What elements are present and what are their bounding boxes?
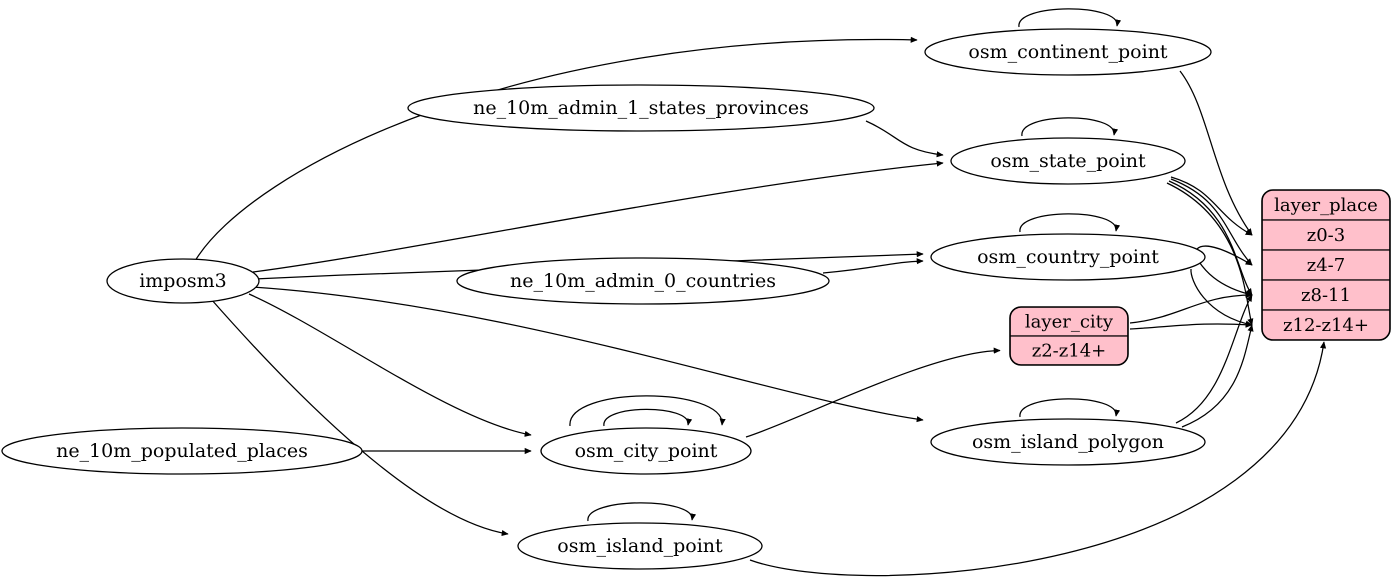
- edge-osm-city-point-layer-city-z2-z14: [745, 347, 1001, 438]
- node-label: osm_island_point: [557, 535, 723, 557]
- selfloop-osm-city-point-outer: [569, 395, 726, 427]
- record-outline: [1009, 306, 1129, 366]
- node-label: ne_10m_populated_places: [56, 440, 308, 462]
- record-row-label: z4-7: [1307, 255, 1345, 276]
- edge-osm-island-polygon-layer-place-z8-11: [1175, 294, 1253, 424]
- selfloop-osm-continent-point: [1018, 8, 1122, 28]
- node-label: osm_state_point: [990, 150, 1146, 172]
- node-shape: [924, 28, 1212, 76]
- node-layer: imposm3 ne_10m_admin_1_states_provincesne…: [1, 28, 1391, 570]
- edge-osm-state-point-layer-place-z8-11: [1168, 180, 1253, 296]
- selfloop-osm-city-point-inner: [603, 408, 693, 427]
- edge-imposm3-osm-city-point: [248, 293, 532, 437]
- node-ne-states[interactable]: ne_10m_admin_1_states_provinces: [407, 84, 875, 132]
- selfloop-osm-island-point: [587, 502, 697, 522]
- edge-osm-state-point-layer-place-z0-3: [1170, 176, 1253, 236]
- node-label: imposm3: [139, 270, 227, 292]
- node-shape: [930, 233, 1206, 281]
- edge-imposm3-osm-island-point: [210, 298, 509, 537]
- node-osm-country-point[interactable]: osm_country_point: [930, 233, 1206, 281]
- record-layer-city[interactable]: layer_city z2-z14+: [1009, 306, 1129, 366]
- node-label: ne_10m_admin_0_countries: [510, 270, 776, 292]
- record-row-bg[interactable]: [1262, 219, 1390, 251]
- node-label: osm_continent_point: [968, 41, 1168, 63]
- record-row-label: z12-z14+: [1283, 315, 1369, 336]
- node-shape: [106, 258, 260, 304]
- record-row-bg[interactable]: [1262, 249, 1390, 281]
- record-layer-place[interactable]: layer_place z0-3 z4-7 z8-11 z12-z14+: [1261, 189, 1391, 341]
- node-label: ne_10m_admin_1_states_provinces: [473, 97, 809, 119]
- record-row-bg[interactable]: [1010, 335, 1128, 365]
- node-osm-state-point[interactable]: osm_state_point: [950, 137, 1186, 185]
- edge-layer-city-layer-place-z12-z14: [1129, 321, 1253, 330]
- record-row-label: z0-3: [1307, 225, 1345, 246]
- record-title: layer_city: [1025, 312, 1114, 333]
- record-row-label: z2-z14+: [1032, 341, 1107, 362]
- edge-imposm3-osm-continent-point: [194, 36, 918, 262]
- node-osm-island-point[interactable]: osm_island_point: [517, 522, 763, 570]
- node-shape: [456, 257, 830, 305]
- node-shape: [930, 418, 1206, 466]
- edge-ne-states-osm-state-point: [865, 120, 944, 158]
- record-outline: [1261, 189, 1391, 341]
- node-osm-island-polygon[interactable]: osm_island_polygon: [930, 418, 1206, 466]
- node-shape: [407, 84, 875, 132]
- edge-osm-continent-point-layer-place-z0-3: [1179, 70, 1253, 236]
- node-shape: [1, 427, 363, 475]
- edge-osm-country-point-layer-place-z4-7: [1196, 245, 1253, 266]
- record-title: layer_place: [1274, 195, 1378, 216]
- selfloop-osm-island-polygon: [1019, 398, 1121, 418]
- record-row-bg[interactable]: [1262, 309, 1390, 340]
- node-shape: [517, 522, 763, 570]
- edge-osm-island-point-layer-place-z12-z14: [749, 341, 1327, 577]
- edge-osm-state-point-layer-place-z4-7: [1170, 178, 1253, 266]
- edge-layer-city-layer-place-z8-11: [1129, 291, 1253, 324]
- edge-osm-state-point-layer-place-z12-z14: [1166, 182, 1254, 326]
- edge-ne-countries-osm-country-point: [822, 258, 924, 274]
- node-osm-continent-point[interactable]: osm_continent_point: [924, 28, 1212, 76]
- node-imposm3[interactable]: imposm3: [106, 258, 260, 304]
- edge-osm-country-point-layer-place-z12-z14: [1190, 268, 1253, 327]
- edge-osm-island-polygon-layer-place-z12-z14: [1181, 324, 1254, 428]
- node-shape: [950, 137, 1186, 185]
- record-row-label: z8-11: [1301, 285, 1351, 306]
- node-ne-countries[interactable]: ne_10m_admin_0_countries: [456, 257, 830, 305]
- node-ne-places[interactable]: ne_10m_populated_places: [1, 427, 363, 475]
- node-osm-city-point[interactable]: osm_city_point: [540, 427, 752, 475]
- selfloop-osm-state-point: [1021, 117, 1119, 137]
- node-label: osm_city_point: [575, 440, 718, 462]
- node-label: osm_island_polygon: [972, 431, 1164, 453]
- record-row-bg[interactable]: [1262, 279, 1390, 311]
- edge-imposm3-osm-island-polygon: [252, 286, 924, 423]
- node-shape: [540, 427, 752, 475]
- node-label: osm_country_point: [977, 246, 1159, 268]
- selfloop-osm-country-point: [1019, 213, 1121, 233]
- edge-imposm3-osm-state-point: [252, 160, 944, 273]
